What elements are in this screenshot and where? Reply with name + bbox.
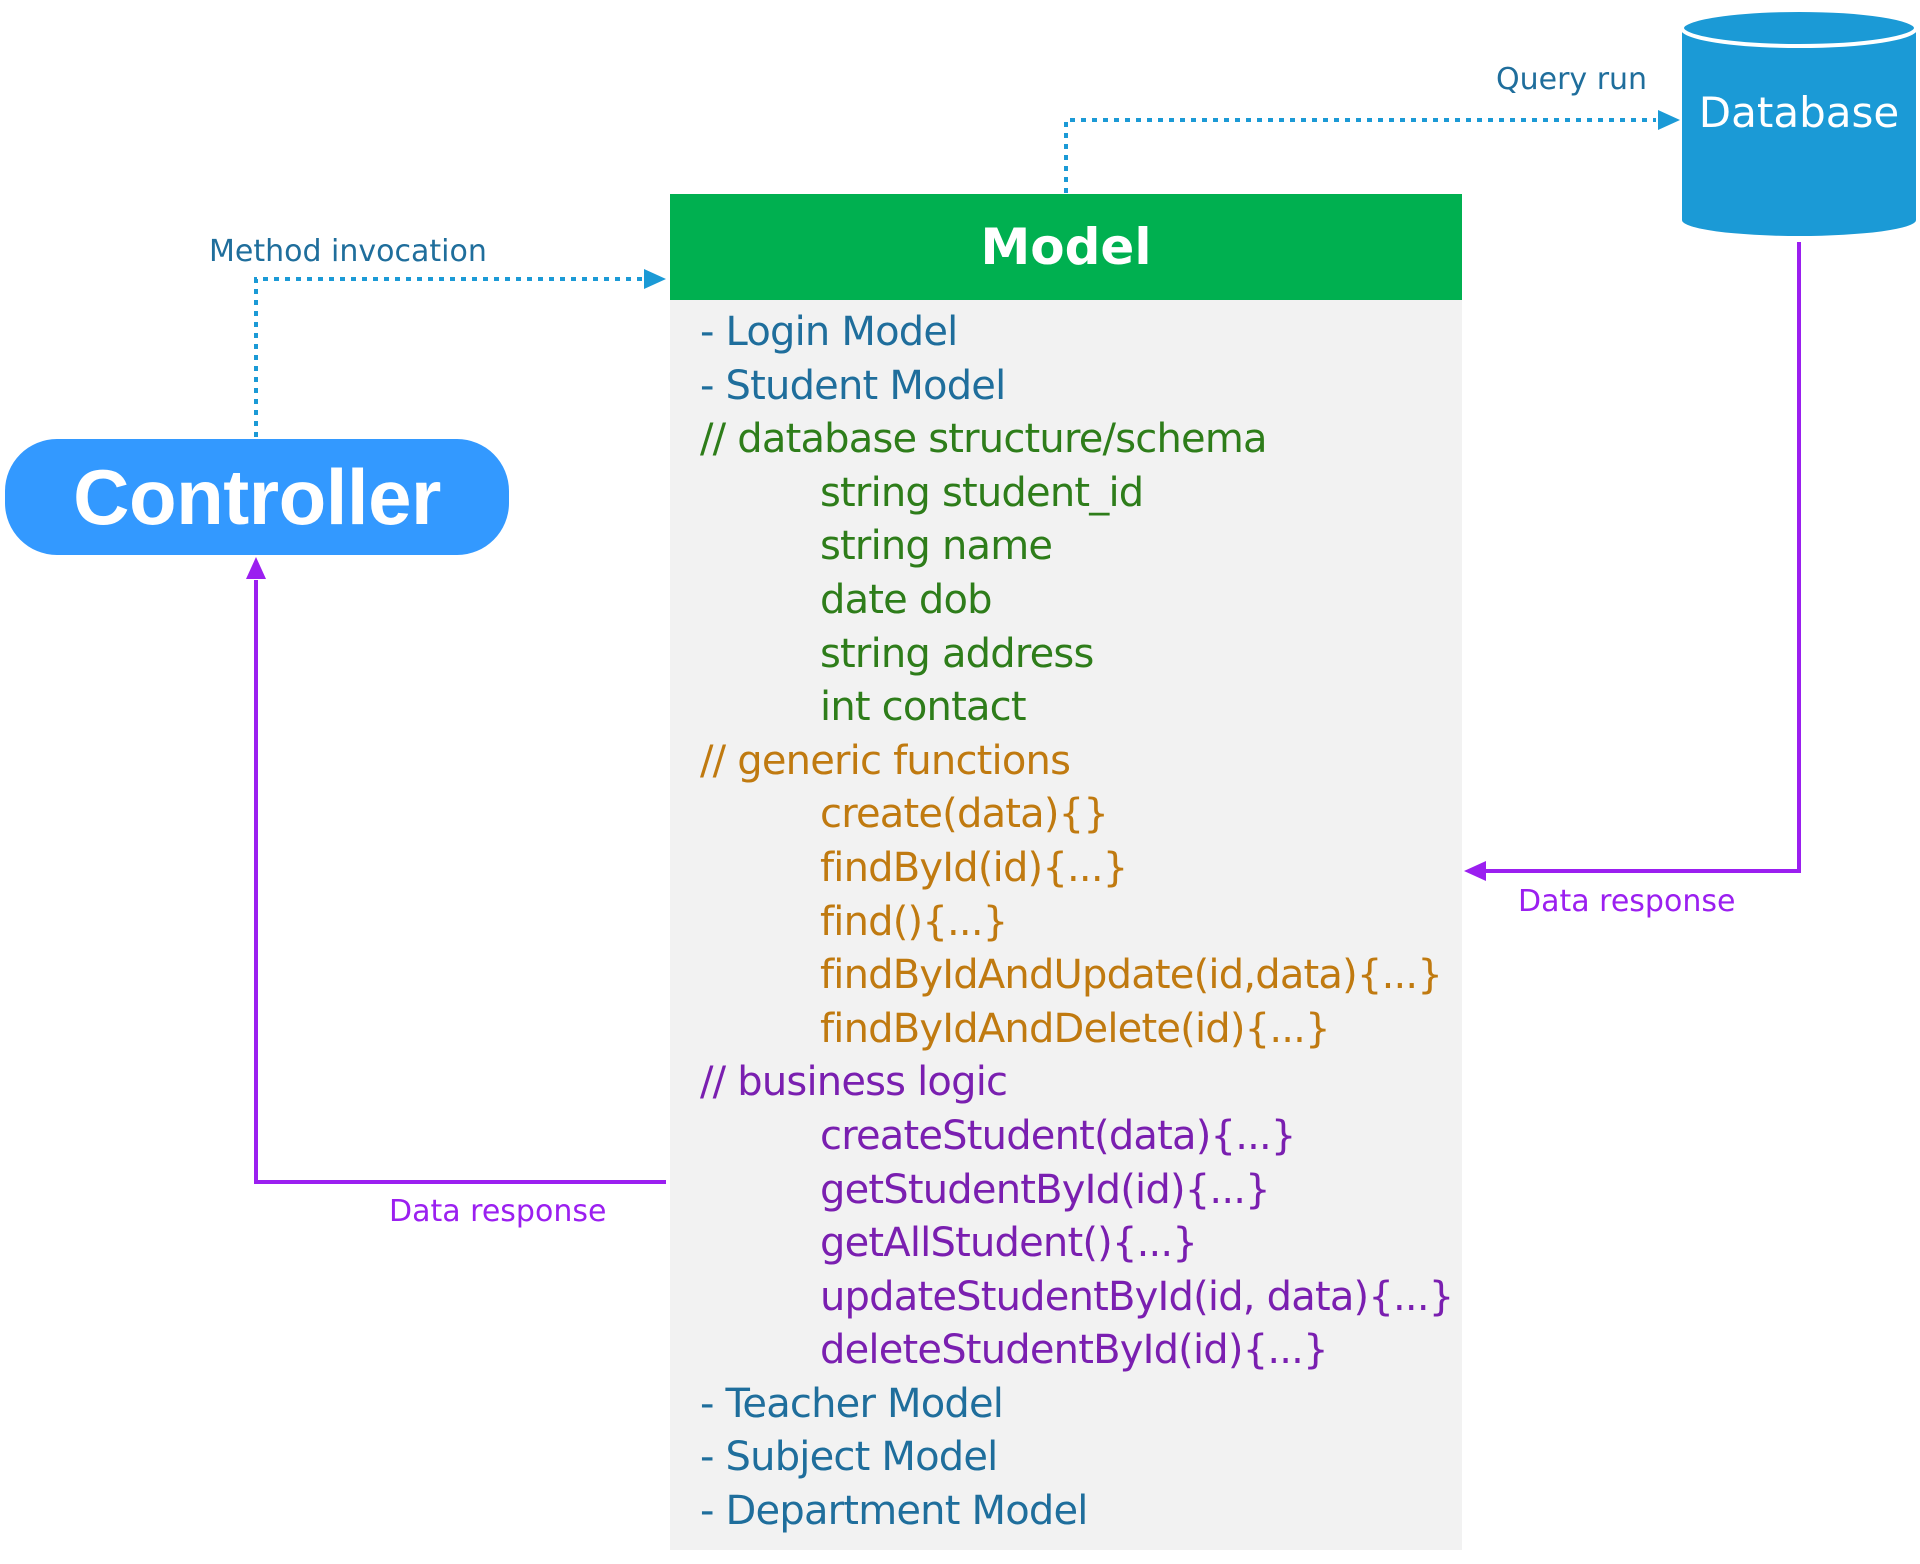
- model-line-business: // business logic: [700, 1059, 1008, 1106]
- model-title: Model: [980, 218, 1152, 276]
- data-response-controller-label: Data response: [389, 1194, 607, 1229]
- data-response-db-arrowhead: [1464, 861, 1486, 881]
- data-response-db-edge: [1486, 242, 1801, 873]
- model-line-generic: // generic functions: [700, 737, 1071, 784]
- model-line-schema: date dob: [820, 576, 993, 623]
- model-line-generic: findByIdAndUpdate(id,data){...}: [820, 952, 1443, 999]
- method-invocation-edge: [254, 277, 646, 437]
- model-line-model: - Teacher Model: [700, 1380, 1004, 1427]
- query-run-arrowhead: [1658, 110, 1680, 130]
- model-line-generic: findById(id){...}: [820, 844, 1128, 891]
- model-line-generic: findByIdAndDelete(id){...}: [820, 1005, 1331, 1052]
- model-line-schema: string name: [820, 523, 1053, 570]
- model-line-model: - Student Model: [700, 362, 1006, 409]
- data-response-db-label: Data response: [1518, 884, 1736, 919]
- model-line-business: deleteStudentById(id){...}: [820, 1327, 1329, 1374]
- query-run-edge: [1064, 118, 1656, 193]
- model-line-list: - Login Model - Student Model // database …: [670, 300, 1462, 1539]
- data-response-controller-arrowhead: [246, 557, 266, 579]
- method-invocation-label: Method invocation: [209, 234, 487, 269]
- model-line-generic: find(){...}: [820, 898, 1008, 945]
- model-line-schema: string address: [820, 630, 1094, 677]
- model-line-schema: string student_id: [820, 469, 1144, 516]
- model-line-business: updateStudentById(id, data){...}: [820, 1273, 1454, 1320]
- controller-label: Controller: [73, 452, 441, 541]
- controller-node[interactable]: Controller: [5, 439, 509, 555]
- database-cylinder[interactable]: [1680, 8, 1918, 236]
- model-line-model: - Department Model: [700, 1488, 1088, 1535]
- model-line-business: createStudent(data){...}: [820, 1112, 1296, 1159]
- model-line-generic: create(data){}: [820, 791, 1109, 838]
- data-response-controller-edge: [254, 580, 666, 1184]
- model-line-model: - Login Model: [700, 309, 958, 355]
- query-run-label: Query run: [1496, 62, 1648, 97]
- model-line-model: - Subject Model: [700, 1434, 998, 1481]
- database-label: Database: [1698, 88, 1900, 137]
- method-invocation-arrowhead: [644, 269, 666, 289]
- model-header: Model: [670, 194, 1462, 300]
- model-line-schema: // database structure/schema: [700, 416, 1268, 463]
- model-node[interactable]: Model - Login Model - Student Model // dat…: [670, 194, 1462, 1550]
- model-line-business: getStudentById(id){...}: [820, 1166, 1271, 1213]
- model-line-schema: int contact: [820, 684, 1027, 731]
- model-line-business: getAllStudent(){...}: [820, 1220, 1198, 1267]
